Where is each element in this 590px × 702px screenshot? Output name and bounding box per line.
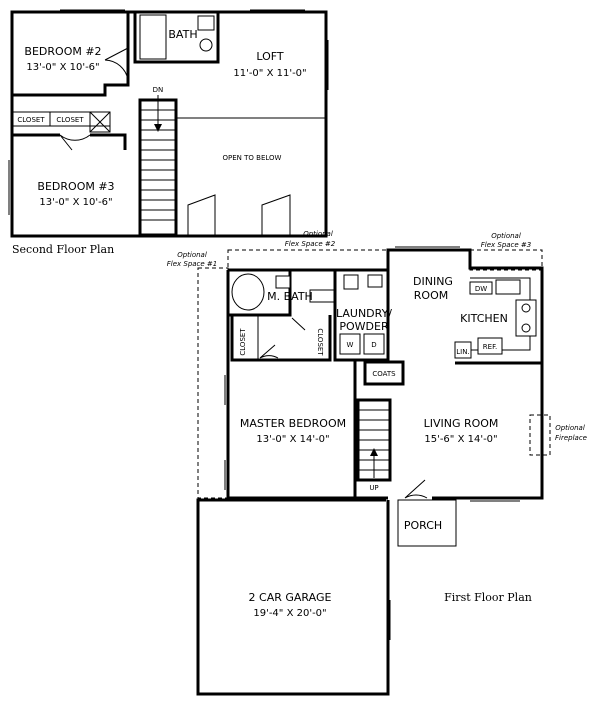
closet-label-b: CLOSET <box>56 116 84 124</box>
flex2-note-line2: Flex Space #2 <box>285 240 336 248</box>
flex-space-2-outline <box>227 249 389 271</box>
living-room-name: LIVING ROOM <box>424 417 499 430</box>
coats-label: COATS <box>372 370 396 378</box>
bedroom3-wall <box>90 133 127 150</box>
living-room-dims: 15'-6" X 14'-0" <box>424 434 497 445</box>
porch-label: PORCH <box>404 519 442 532</box>
closet-right-label: CLOSET <box>316 328 324 356</box>
master-closet-wall <box>230 315 332 362</box>
stair-up-arrow-head <box>370 448 378 456</box>
porch-outline <box>397 499 457 547</box>
open-to-below-label: OPEN TO BELOW <box>223 154 282 162</box>
linen-label: LIN. <box>456 348 469 356</box>
linen-closet-cross <box>89 111 111 133</box>
dryer-fixture <box>363 333 385 355</box>
second-floor-caption: Second Floor Plan <box>12 243 114 256</box>
range-fixture <box>515 299 537 337</box>
burner <box>521 323 531 333</box>
attic-door <box>187 194 216 235</box>
fireplace-outline <box>529 414 551 456</box>
garage-dims: 19'-4" X 20'-0" <box>253 608 326 619</box>
bath-wall <box>133 12 220 64</box>
bedroom2-door <box>104 47 129 81</box>
first-floor-plan: Optional Flex Space #1 Optional Flex Spa… <box>167 230 587 696</box>
master-toilet-fixture <box>275 275 291 289</box>
stair-up-label: UP <box>369 484 378 492</box>
flex1-note-line2: Flex Space #1 <box>167 260 218 268</box>
loft-dims: 11'-0" X 11'-0" <box>233 68 306 79</box>
attic-door <box>261 194 291 235</box>
bedroom2-wall <box>12 12 130 97</box>
bedroom3-door <box>59 134 91 151</box>
bedroom2-dims: 13'-0" X 10'-6" <box>26 62 99 73</box>
flex3-note-line1: Optional <box>491 232 521 240</box>
bath-label: BATH <box>168 28 197 41</box>
laundry-label-line2: POWDER <box>339 320 389 333</box>
first-floor-caption: First Floor Plan <box>444 591 532 604</box>
toilet-fixture <box>197 15 215 31</box>
dishwasher-label: DW <box>475 285 487 293</box>
kitchen-sink-fixture <box>495 279 521 295</box>
dining-label-line1: DINING <box>413 275 453 288</box>
linen-fixture <box>454 341 472 359</box>
flex1-note-line1: Optional <box>177 251 207 259</box>
flex-space-3-outline <box>469 249 543 271</box>
master-bath-door <box>291 317 306 331</box>
stair-arrow-head <box>154 124 162 132</box>
sink-fixture <box>199 38 213 52</box>
bedroom3-name: BEDROOM #3 <box>37 180 114 193</box>
master-closet-door <box>259 344 279 359</box>
second-floor-plan: BEDROOM #2 13'-0" X 10'-6" BATH LOFT 11'… <box>8 9 329 256</box>
washer-fixture <box>339 333 361 355</box>
fireplace-note-line1: Optional <box>555 424 585 432</box>
fireplace-note-line2: Fireplace <box>555 434 587 442</box>
laundry-wall <box>333 270 390 362</box>
dishwasher-fixture <box>469 281 493 295</box>
master-bedroom-dims: 13'-0" X 14'-0" <box>256 434 329 445</box>
master-bath-label: M. BATH <box>267 290 313 303</box>
master-sink-fixture <box>309 289 337 303</box>
garage-outline <box>196 498 390 696</box>
master-bedroom-name: MASTER BEDROOM <box>240 417 346 430</box>
powder-toilet-fixture <box>343 274 359 290</box>
flex3-note-line2: Flex Space #3 <box>481 241 532 249</box>
dining-label-line2: ROOM <box>414 289 448 302</box>
first-floor-wall-right <box>432 363 544 500</box>
refrigerator-fixture <box>477 337 503 355</box>
garage-name: 2 CAR GARAGE <box>249 591 332 604</box>
coats-closet <box>363 360 405 386</box>
flex-space-1-outline <box>197 267 229 499</box>
burner <box>521 303 531 313</box>
stair-down-label: DN <box>153 86 164 94</box>
powder-sink-fixture <box>367 274 383 288</box>
closet-label-a: CLOSET <box>17 116 45 124</box>
washer-label: W <box>347 341 354 349</box>
bedroom2-name: BEDROOM #2 <box>24 45 101 58</box>
bedroom3-dims: 13'-0" X 10'-6" <box>39 197 112 208</box>
entry-door <box>404 479 428 499</box>
loft-name: LOFT <box>256 50 284 63</box>
linen-closet <box>89 111 111 133</box>
laundry-label-line1: LAUNDRY/ <box>336 307 392 320</box>
bathtub-fixture <box>139 14 167 60</box>
master-tub-fixture <box>231 273 265 311</box>
first-floor-wall-left <box>226 270 388 500</box>
kitchen-label: KITCHEN <box>460 312 508 325</box>
flex2-note-line1: Optional <box>303 230 333 238</box>
refrigerator-label: REF. <box>483 343 497 351</box>
closet-left-label: CLOSET <box>239 328 247 356</box>
dryer-label: D <box>371 341 376 349</box>
stair-treads <box>140 109 176 221</box>
